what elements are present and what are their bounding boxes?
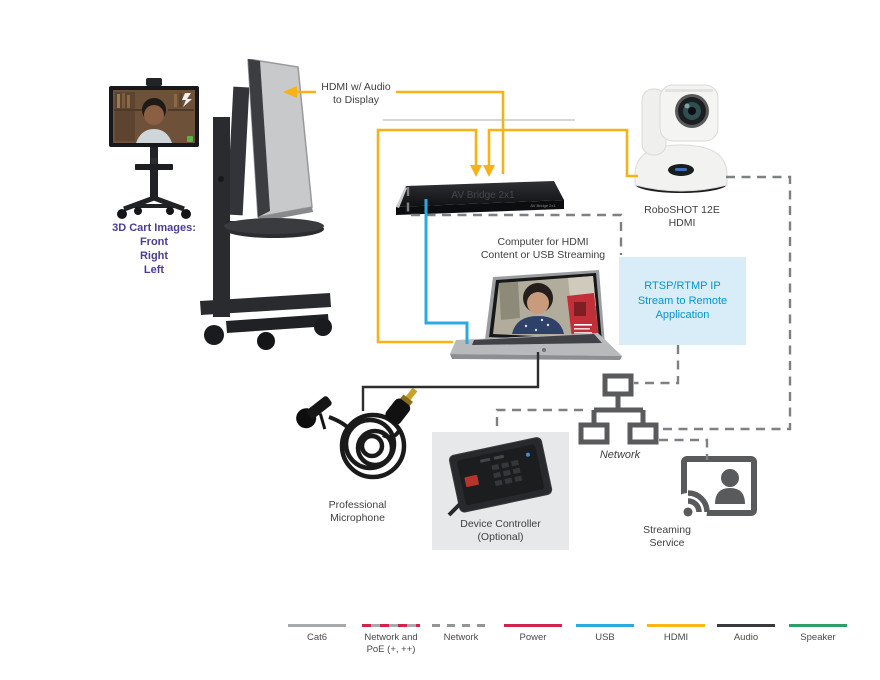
legend-item-audio: Audio <box>708 624 784 644</box>
device-controller-panel: Device Controller (Optional) <box>432 432 569 550</box>
microphone-image <box>296 387 418 480</box>
bolt-icon <box>182 93 192 107</box>
cast-wifi-icon <box>683 490 710 517</box>
legend-item-hdmi: HDMI <box>638 624 714 644</box>
camera-label: RoboSHOT 12E HDMI <box>644 204 720 229</box>
side-cart-image <box>200 59 332 350</box>
av-bridge-device: AV Bridge 2x1 AV Bridge 2x1 <box>396 181 564 215</box>
arrowhead-down <box>483 165 495 177</box>
roboshot-camera-image <box>634 84 728 193</box>
cart-webcam <box>146 78 162 86</box>
av-bridge-top-label: AV Bridge 2x1 <box>451 190 515 201</box>
microphone-label: Professional Microphone <box>328 499 387 524</box>
lav-mic-capsule <box>296 396 332 430</box>
device-controller-image <box>447 437 553 517</box>
rtsp-stream-box: RTSP/RTMP IP Stream to Remote Applicatio… <box>619 257 746 345</box>
front-cart-image <box>109 78 199 219</box>
hdmi-display-label: HDMI w/ Audio to Display <box>316 81 396 107</box>
arrowhead-down <box>470 165 482 177</box>
streaming-service-icon <box>673 456 757 525</box>
legend-item-speaker: Speaker <box>780 624 856 644</box>
computer-label: Computer for HDMI Content or USB Streami… <box>480 236 606 261</box>
network-icon <box>578 373 659 445</box>
legend-item-cat6: Cat6 <box>279 624 355 644</box>
laptop-image <box>450 270 622 360</box>
person-icon <box>721 469 739 487</box>
legend-item-power: Power <box>495 624 571 644</box>
device-controller-label: Device Controller (Optional) <box>460 518 541 543</box>
cart-images-label: 3D Cart Images: Front Right Left <box>112 222 196 276</box>
legend-item-network: Network <box>423 624 499 644</box>
av-bridge-front-label: AV Bridge 2x1 <box>530 203 556 208</box>
hdmi-line-camera-to-bridge <box>487 128 638 178</box>
streaming-service-label: Streaming Service <box>643 524 691 549</box>
network-label: Network <box>599 449 641 461</box>
legend-item-usb: USB <box>567 624 643 644</box>
